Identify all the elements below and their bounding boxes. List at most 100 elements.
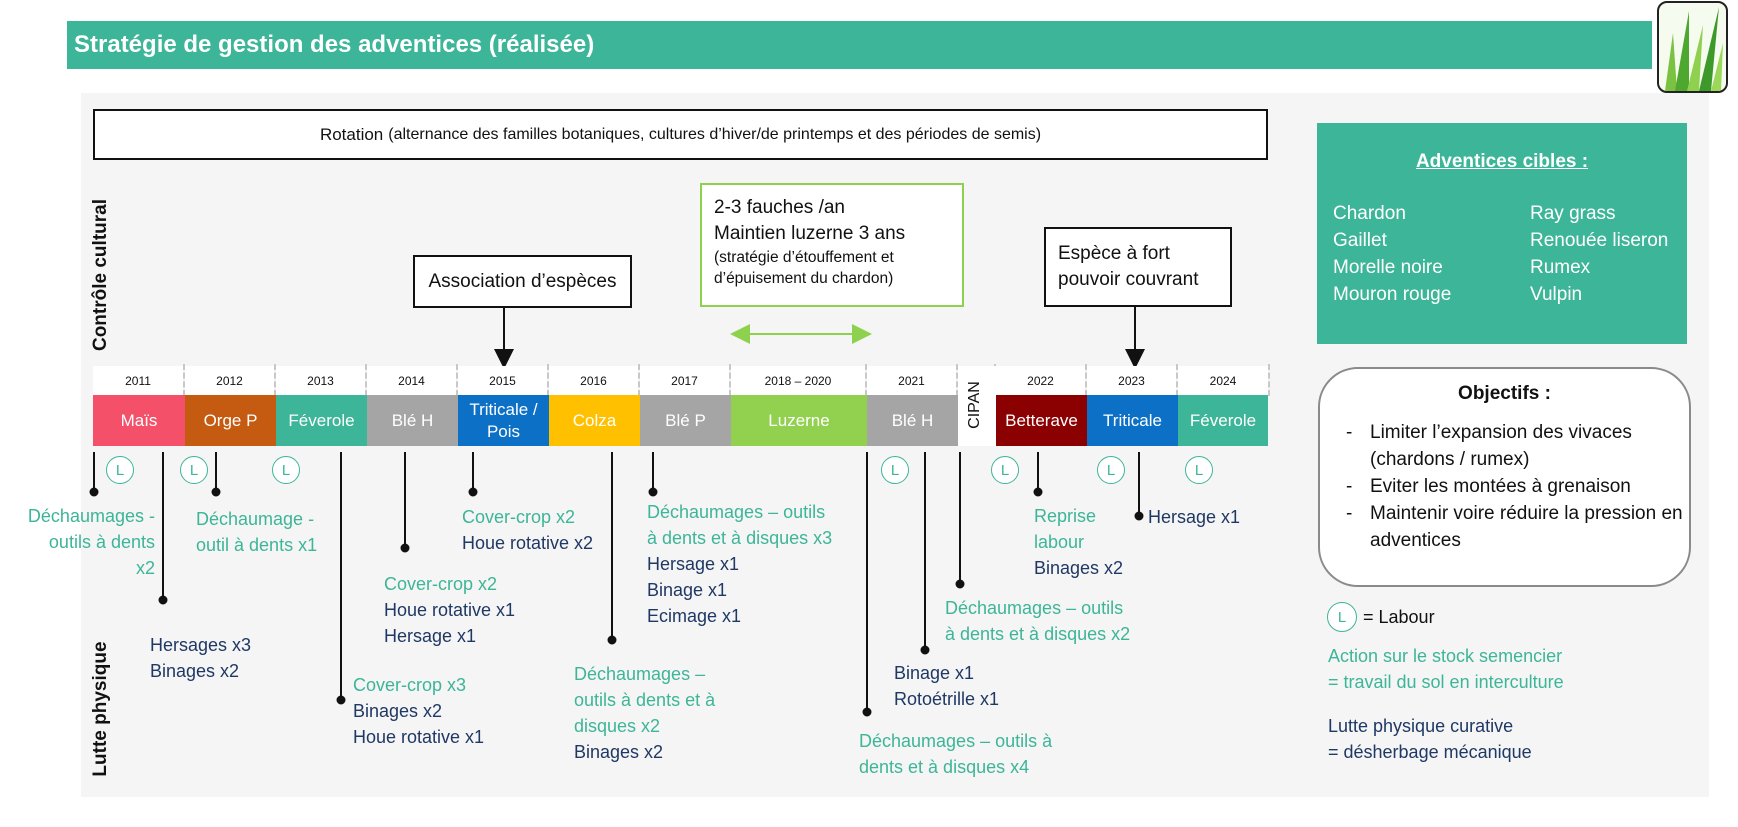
cipan-cell: CIPAN <box>958 366 996 446</box>
action-line: Déchaumage - <box>196 509 315 529</box>
action-line: Binage x1 <box>894 663 975 683</box>
luzerne-line2: Maintien luzerne 3 ans <box>714 223 906 244</box>
crop-luzerne: Luzerne <box>731 395 867 446</box>
action-2011-hersages: Hersages x3 Binages x2 <box>150 632 251 684</box>
year-separator <box>365 364 367 396</box>
legend-line: Action sur le stock semencier <box>1328 646 1563 666</box>
labour-icon: L <box>272 456 300 484</box>
dot-a10 <box>920 645 930 655</box>
crop-ble-h: Blé H <box>367 395 458 446</box>
crop-triticale-pois: Triticale / Pois <box>458 395 549 446</box>
action-line: dents et à disques x4 <box>859 757 1030 777</box>
action-line: Binage x1 <box>647 580 728 600</box>
action-2012-dechaumage: Déchaumage - outil à dents x1 <box>196 506 317 558</box>
objective-item: Eviter les montées à grenaison <box>1338 473 1689 500</box>
year-2012: 2012 <box>185 366 274 395</box>
targets-title: Adventices cibles : <box>1415 151 1589 172</box>
legend-stock: Action sur le stock semencier = travail … <box>1328 643 1564 695</box>
action-2016: Déchaumages – outils à dents et à disque… <box>574 661 715 765</box>
year-separator <box>547 364 549 396</box>
dot-a13 <box>1134 511 1144 521</box>
action-line: Déchaumages – outils <box>647 502 826 522</box>
action-line: outils à dents et à <box>574 690 716 710</box>
year-2016: 2016 <box>549 366 638 395</box>
year-separator <box>183 364 185 396</box>
target-weeds-box: Adventices cibles : Chardon Gaillet More… <box>1317 123 1687 344</box>
action-line: Rotoétrille x1 <box>894 689 1000 709</box>
action-line: outils à dents <box>48 532 155 552</box>
action-2023: Hersage x1 <box>1148 507 1241 527</box>
action-line: Ecimage x1 <box>647 606 742 626</box>
labour-icon: L <box>1185 456 1213 484</box>
callout-espece: Espèce à fort pouvoir couvrant <box>1044 227 1232 307</box>
crop-ble-h-2021: Blé H <box>867 395 958 446</box>
dot-a6 <box>468 487 478 497</box>
year-2015: 2015 <box>458 366 547 395</box>
year-2023: 2023 <box>1087 366 1176 395</box>
objectives-title: Objectifs : <box>1458 383 1551 404</box>
title-bar <box>67 21 1652 69</box>
dot-a2 <box>158 595 168 605</box>
labour-icon: L <box>180 456 208 484</box>
crop-feverole: Féverole <box>276 395 367 446</box>
legend-line: Lutte physique curative <box>1328 716 1514 736</box>
luzerne-small2: d’épuisement du chardon) <box>714 270 894 287</box>
action-line: Houe rotative x2 <box>462 533 594 553</box>
action-line: Binages x2 <box>1034 558 1124 578</box>
action-line: Déchaumages – outils <box>945 598 1124 618</box>
year-2022: 2022 <box>996 366 1085 395</box>
action-line: Hersages x3 <box>150 635 252 655</box>
weed-item: Morelle noire <box>1333 257 1443 278</box>
labour-icon: L <box>106 456 134 484</box>
dot-a12 <box>1033 487 1043 497</box>
year-separator <box>1176 364 1178 396</box>
callout-luzerne: 2-3 fauches /an Maintien luzerne 3 ans (… <box>700 183 964 307</box>
action-line: Binages x2 <box>353 701 443 721</box>
rotation-label: Rotation <box>319 124 384 144</box>
action-line: x2 <box>135 558 155 578</box>
crop-colza: Colza <box>549 395 640 446</box>
year-separator <box>274 364 276 396</box>
luzerne-line1: 2-3 fauches /an <box>714 197 845 218</box>
crop-triticale: Triticale <box>1087 395 1178 446</box>
action-line: Hersage x1 <box>647 554 740 574</box>
year-2021: 2021 <box>867 366 956 395</box>
callout-association: Association d’espèces <box>413 255 632 308</box>
year-2024: 2024 <box>1178 366 1268 395</box>
action-line: Cover-crop x2 <box>384 574 498 594</box>
legend-line: = désherbage mécanique <box>1328 742 1532 762</box>
objective-item: Maintenir voire réduire la pression en a… <box>1338 500 1689 554</box>
crop-betterave: Betterave <box>996 395 1087 446</box>
action-line: à dents et à disques x2 <box>945 624 1131 644</box>
action-line: Cover-crop x2 <box>462 507 576 527</box>
year-separator <box>865 364 867 396</box>
luzerne-small1: (stratégie d’étouffement et <box>714 249 894 266</box>
year-separator <box>638 364 640 396</box>
targets-col1: Chardon Gaillet Morelle noire Mouron rou… <box>1333 200 1451 308</box>
dot-a1 <box>89 487 99 497</box>
year-separator <box>1085 364 1087 396</box>
action-2021-dechaumages: Déchaumages – outils à dents et à disque… <box>859 728 1052 780</box>
action-line: Houe rotative x1 <box>384 600 516 620</box>
page-title: Stratégie de gestion des adventices (réa… <box>74 31 595 58</box>
action-line: disques x2 <box>574 716 661 736</box>
action-2015: Cover-crop x2 Houe rotative x2 <box>462 504 593 556</box>
year-separator <box>1268 364 1270 396</box>
espece-line2: pouvoir couvrant <box>1058 269 1199 290</box>
action-2014: Cover-crop x2 Houe rotative x1 Hersage x… <box>384 571 515 649</box>
crop-orge-p: Orge P <box>185 395 276 446</box>
weed-item: Mouron rouge <box>1333 284 1452 305</box>
action-line: Déchaumages - <box>27 506 155 526</box>
legend-labour: = Labour <box>1363 607 1435 627</box>
dot-a4 <box>336 695 346 705</box>
year-separator <box>956 364 958 396</box>
action-line: Cover-crop x3 <box>353 675 467 695</box>
dot-a8 <box>648 487 658 497</box>
action-line: Déchaumages – outils à <box>859 731 1053 751</box>
crop-ble-p: Blé P <box>640 395 731 446</box>
weed-item: Vulpin <box>1530 284 1583 305</box>
rotation-detail: (alternance des familles botaniques, cul… <box>388 125 1042 143</box>
crop-mais: Maïs <box>93 395 185 446</box>
weed-item: Renouée liseron <box>1530 230 1669 251</box>
